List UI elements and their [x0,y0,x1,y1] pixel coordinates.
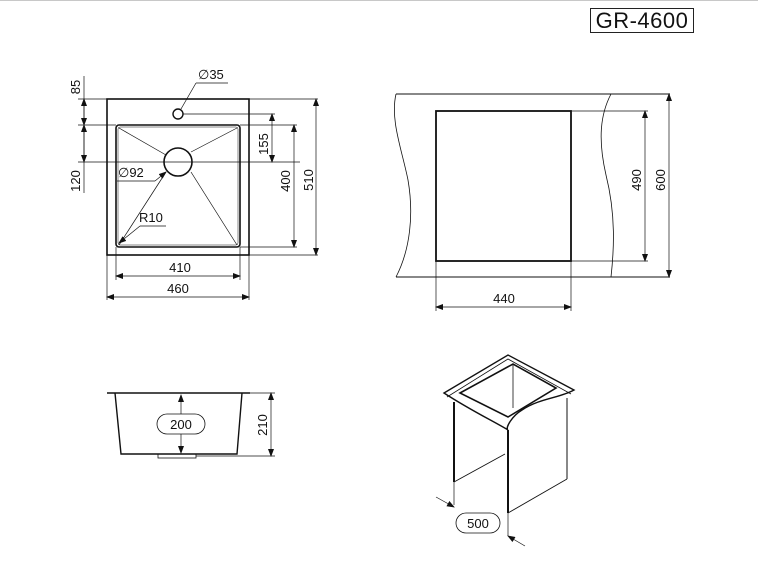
cabinet-600-label: 600 [653,169,668,191]
drain-diameter-label: ∅92 [118,165,144,180]
top-border [0,0,758,1]
cutout-490-label: 490 [629,169,644,191]
offset-120-label: 120 [68,170,83,192]
cutout-width-440-label: 440 [493,291,515,306]
top-view [78,76,319,300]
iso-view [435,354,576,547]
total-depth-210-label: 210 [255,414,270,436]
bowl-depth-200-label: 200 [170,417,192,432]
corner-radius-label: R10 [139,210,163,225]
cabinet-view-labels: 490 600 440 [493,169,668,306]
offset-85-label: 85 [68,80,83,94]
side-view [107,392,275,459]
iso-view-labels: 500 [467,516,489,531]
tap-drain-155-label: 155 [256,133,271,155]
width-500-bubble [455,512,501,534]
overall-length-510-label: 510 [301,169,316,191]
tap-hole-circle [172,108,184,120]
overall-width-460-label: 460 [167,281,189,296]
side-view-labels: 200 210 [170,414,270,436]
depth-200-bubble [156,413,206,435]
model-label: GR-4600 [590,8,694,33]
cabinet-width-500-label: 500 [467,516,489,531]
bowl-length-400-label: 400 [278,170,293,192]
tap-hole-diameter-label: ∅35 [198,67,224,82]
top-view-labels: ∅35 ∅92 R10 85 120 155 400 510 410 460 [68,67,316,296]
cabinet-view [393,93,672,311]
bowl-width-410-label: 410 [169,260,191,275]
